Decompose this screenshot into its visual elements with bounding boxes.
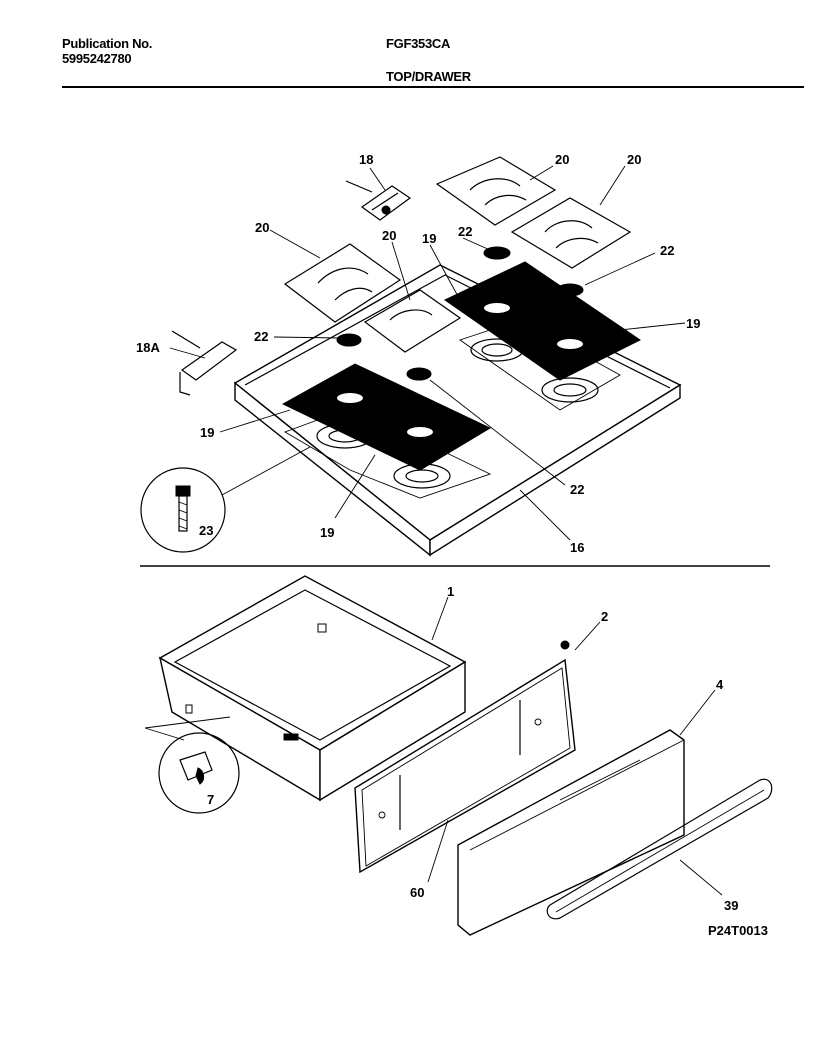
panel-hole: [484, 303, 510, 313]
cooktop-side-skirt: [429, 383, 681, 557]
latch-detail: [158, 732, 240, 814]
callout-18a: 18A: [136, 340, 160, 355]
callout-19: 19: [320, 525, 334, 540]
callout-20: 20: [555, 152, 569, 167]
drawer-box-right-side: [319, 660, 466, 802]
callout-18: 18: [359, 152, 373, 167]
drawer-slot: [317, 623, 327, 633]
section-title: TOP/DRAWER: [386, 69, 471, 84]
callout-4: 4: [716, 677, 724, 692]
detail-leader: [221, 446, 311, 496]
burner-head: [405, 469, 439, 483]
callout-20: 20: [627, 152, 641, 167]
detail-leader: [144, 716, 231, 729]
panel-hole: [337, 393, 363, 403]
callout-39: 39: [724, 898, 738, 913]
burner-well: [541, 377, 599, 403]
callout-60: 60: [410, 885, 424, 900]
burner-head: [481, 343, 513, 357]
grate-rear-right: [510, 197, 632, 269]
drawer-callout-leaders: [427, 596, 723, 896]
hinge-bracket-18: [345, 180, 412, 221]
grate-center: [363, 289, 462, 353]
callout-22: 22: [660, 243, 674, 258]
drawer-handle: [546, 778, 773, 920]
panel-hole: [407, 427, 433, 437]
drawer-front-panel-inner: [361, 667, 571, 867]
callout-23: 23: [199, 523, 213, 538]
drawer-outer-front: [457, 729, 685, 936]
callout-19: 19: [200, 425, 214, 440]
panel-hole: [557, 339, 583, 349]
callout-20: 20: [382, 228, 396, 243]
callout-7: 7: [207, 792, 214, 807]
cooktop-assembly: 18 20 20 20 20 19 22 22 19 22 18A 19 23 …: [136, 152, 700, 557]
callout-22: 22: [570, 482, 584, 497]
header-rule: [62, 86, 804, 88]
drawer-slot: [283, 733, 299, 741]
screw: [560, 640, 570, 650]
detail-leader: [144, 727, 185, 741]
burner-cap: [483, 246, 511, 260]
burner-cap: [406, 367, 432, 381]
publication-label: Publication No.: [62, 36, 153, 51]
model-number: FGF353CA: [386, 36, 451, 51]
spill-panel-front: [281, 363, 492, 471]
callout-20: 20: [255, 220, 269, 235]
drawer-box-inner: [173, 589, 452, 741]
burner-head: [553, 383, 587, 397]
burner-cap: [336, 333, 362, 347]
grate-left: [283, 243, 402, 323]
screw-detail: [140, 467, 226, 553]
callout-2: 2: [601, 609, 608, 624]
drawer-assembly: 1 2 4 7 60 39: [144, 575, 773, 936]
callout-1: 1: [447, 584, 454, 599]
publication-number: 5995242780: [62, 51, 132, 66]
callout-19: 19: [422, 231, 436, 246]
burner-cap: [556, 283, 584, 297]
callout-leaders: [169, 165, 686, 541]
grate-rear-left: [435, 156, 557, 226]
callout-22: 22: [458, 224, 472, 239]
callout-22: 22: [254, 329, 268, 344]
hinge-bracket-18a: [171, 330, 238, 396]
figure-code: P24T0013: [708, 923, 768, 938]
callout-19: 19: [686, 316, 700, 331]
spill-panel-rear: [444, 261, 641, 381]
callout-16: 16: [570, 540, 584, 555]
drawer-slot: [185, 704, 193, 714]
